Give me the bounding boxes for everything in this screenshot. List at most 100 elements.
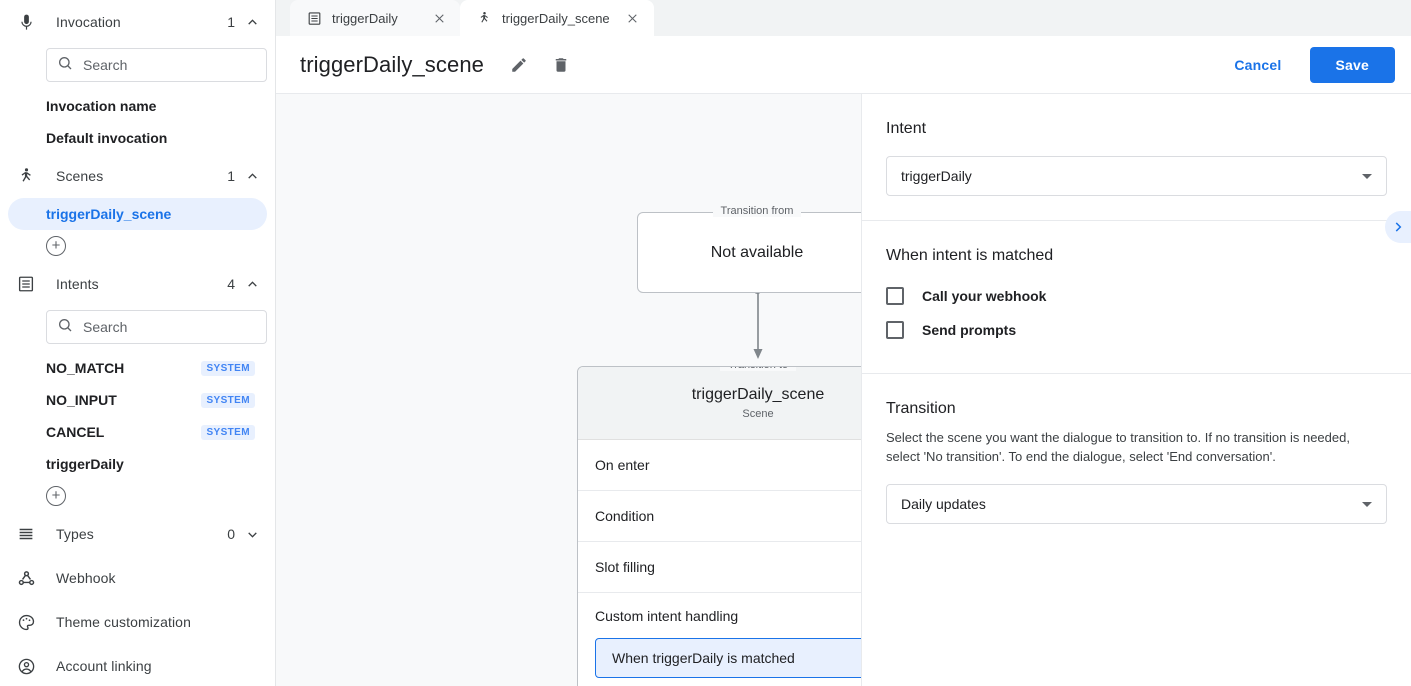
checkbox-icon[interactable] bbox=[886, 321, 904, 339]
scene-row-custom-intent-handling[interactable]: Custom intent handling + bbox=[578, 593, 861, 638]
status-badge: SYSTEM bbox=[201, 392, 255, 408]
pencil-icon[interactable] bbox=[508, 54, 530, 76]
save-button[interactable]: Save bbox=[1309, 46, 1395, 83]
chevron-up-icon[interactable] bbox=[245, 15, 259, 29]
intent-select-value: triggerDaily bbox=[901, 168, 972, 184]
intents-search-box[interactable] bbox=[46, 310, 267, 344]
scene-row-slot-filling[interactable]: Slot filling + bbox=[578, 542, 861, 593]
trash-icon[interactable] bbox=[550, 54, 572, 76]
tab-bar: triggerDaily triggerDaily_scene bbox=[276, 0, 1411, 36]
sidebar-item-label: NO_MATCH bbox=[46, 360, 125, 376]
intents-search-wrap bbox=[0, 306, 275, 352]
checkbox-send-prompts[interactable]: Send prompts bbox=[886, 321, 1387, 339]
panel-section-transition: Transition Select the scene you want the… bbox=[862, 374, 1411, 548]
scene-node[interactable]: Transition to triggerDaily_scene Scene O… bbox=[577, 366, 861, 686]
intent-select[interactable]: triggerDaily bbox=[886, 156, 1387, 196]
sidebar-group-types[interactable]: Types 0 bbox=[0, 512, 275, 556]
sidebar-group-count: 4 bbox=[227, 276, 235, 292]
microphone-icon bbox=[14, 10, 38, 34]
sidebar-item-triggerdaily[interactable]: triggerDaily bbox=[8, 448, 267, 480]
sidebar: Invocation 1 Invocation name Default inv… bbox=[0, 0, 276, 686]
webhook-icon bbox=[14, 566, 38, 590]
intents-icon bbox=[306, 10, 322, 26]
sidebar-item-account-linking[interactable]: Account linking bbox=[0, 644, 275, 686]
status-badge: SYSTEM bbox=[201, 424, 255, 440]
scene-canvas[interactable]: Transition from Not available Transition… bbox=[276, 94, 862, 686]
legend-label: Transition from bbox=[712, 205, 802, 217]
tab-triggerdaily[interactable]: triggerDaily bbox=[290, 0, 460, 36]
invocation-search-wrap bbox=[0, 44, 275, 90]
intent-handler-chip[interactable]: When triggerDaily is matched bbox=[595, 638, 861, 678]
sidebar-item-label: NO_INPUT bbox=[46, 392, 117, 408]
invocation-search-box[interactable] bbox=[46, 48, 267, 82]
intents-icon bbox=[14, 272, 38, 296]
scene-row-label: Condition bbox=[595, 508, 655, 524]
types-icon bbox=[14, 522, 38, 546]
sidebar-item-label: Default invocation bbox=[46, 130, 168, 146]
sidebar-item-label: triggerDaily bbox=[46, 456, 124, 472]
sidebar-item-label: triggerDaily_scene bbox=[46, 206, 172, 222]
cancel-button[interactable]: Cancel bbox=[1220, 48, 1295, 82]
sidebar-group-label: Types bbox=[56, 526, 94, 542]
search-icon bbox=[57, 317, 73, 338]
sidebar-item-invocation-name[interactable]: Invocation name bbox=[8, 90, 267, 122]
transition-heading: Transition bbox=[886, 400, 956, 417]
sidebar-item-triggerdaily-scene[interactable]: triggerDaily_scene bbox=[8, 198, 267, 230]
sidebar-item-no-match[interactable]: NO_MATCH SYSTEM bbox=[8, 352, 267, 384]
chevron-down-icon[interactable] bbox=[245, 527, 259, 541]
sidebar-group-count: 1 bbox=[227, 14, 235, 30]
transition-from-node[interactable]: Transition from Not available bbox=[637, 205, 861, 293]
sidebar-item-label: CANCEL bbox=[46, 424, 105, 440]
sidebar-group-label: Intents bbox=[56, 276, 99, 292]
sidebar-group-invocation[interactable]: Invocation 1 bbox=[0, 0, 275, 44]
checkbox-call-your-webhook[interactable]: Call your webhook bbox=[886, 287, 1387, 305]
editor-body: Transition from Not available Transition… bbox=[276, 94, 1411, 686]
sidebar-group-count: 0 bbox=[227, 526, 235, 542]
chevron-up-icon[interactable] bbox=[245, 277, 259, 291]
add-intent-icon[interactable] bbox=[46, 486, 66, 506]
sidebar-item-webhook[interactable]: Webhook bbox=[0, 556, 275, 600]
when-matched-heading: When intent is matched bbox=[886, 247, 1054, 264]
scene-row-condition[interactable]: Condition + bbox=[578, 491, 861, 542]
status-badge: SYSTEM bbox=[201, 360, 255, 376]
sidebar-item-label: Invocation name bbox=[46, 98, 157, 114]
checkbox-label: Send prompts bbox=[922, 322, 1017, 338]
add-scene-icon[interactable] bbox=[46, 236, 66, 256]
palette-icon bbox=[14, 610, 38, 634]
close-icon[interactable] bbox=[430, 9, 448, 27]
sidebar-group-scenes[interactable]: Scenes 1 bbox=[0, 154, 275, 198]
close-icon[interactable] bbox=[624, 9, 642, 27]
checkbox-icon[interactable] bbox=[886, 287, 904, 305]
sidebar-item-label: Webhook bbox=[56, 570, 116, 586]
sidebar-item-no-input[interactable]: NO_INPUT SYSTEM bbox=[8, 384, 267, 416]
account-icon bbox=[14, 654, 38, 678]
sidebar-item-label: Theme customization bbox=[56, 614, 191, 630]
scene-row-label: Slot filling bbox=[595, 559, 655, 575]
page-title: triggerDaily_scene bbox=[300, 51, 484, 77]
sidebar-item-theme-customization[interactable]: Theme customization bbox=[0, 600, 275, 644]
scene-row-label: Custom intent handling bbox=[595, 607, 739, 624]
scene-row-on-enter[interactable]: On enter + bbox=[578, 440, 861, 491]
invocation-search-input[interactable] bbox=[83, 57, 264, 73]
sidebar-item-cancel[interactable]: CANCEL SYSTEM bbox=[8, 416, 267, 448]
scene-icon bbox=[476, 10, 492, 26]
tab-triggerdaily-scene[interactable]: triggerDaily_scene bbox=[460, 0, 654, 36]
chevron-up-icon[interactable] bbox=[245, 169, 259, 183]
scene-row-label: On enter bbox=[595, 457, 650, 473]
chevron-down-icon bbox=[1362, 173, 1372, 179]
transition-description: Select the scene you want the dialogue t… bbox=[886, 430, 1350, 464]
main-area: triggerDaily triggerDaily_scene triggerD… bbox=[276, 0, 1411, 686]
tab-label: triggerDaily bbox=[332, 10, 398, 26]
sidebar-group-label: Invocation bbox=[56, 14, 121, 30]
chevron-right-icon[interactable] bbox=[1385, 211, 1411, 243]
intents-search-input[interactable] bbox=[83, 319, 264, 335]
transition-select[interactable]: Daily updates bbox=[886, 484, 1387, 524]
sidebar-item-label: Account linking bbox=[56, 658, 152, 674]
transition-from-legend: Transition from bbox=[638, 205, 861, 217]
sidebar-item-default-invocation[interactable]: Default invocation bbox=[8, 122, 267, 154]
sidebar-group-count: 1 bbox=[227, 168, 235, 184]
sidebar-group-intents[interactable]: Intents 4 bbox=[0, 262, 275, 306]
transition-from-value: Not available bbox=[710, 243, 804, 261]
tab-label: triggerDaily_scene bbox=[502, 10, 610, 26]
